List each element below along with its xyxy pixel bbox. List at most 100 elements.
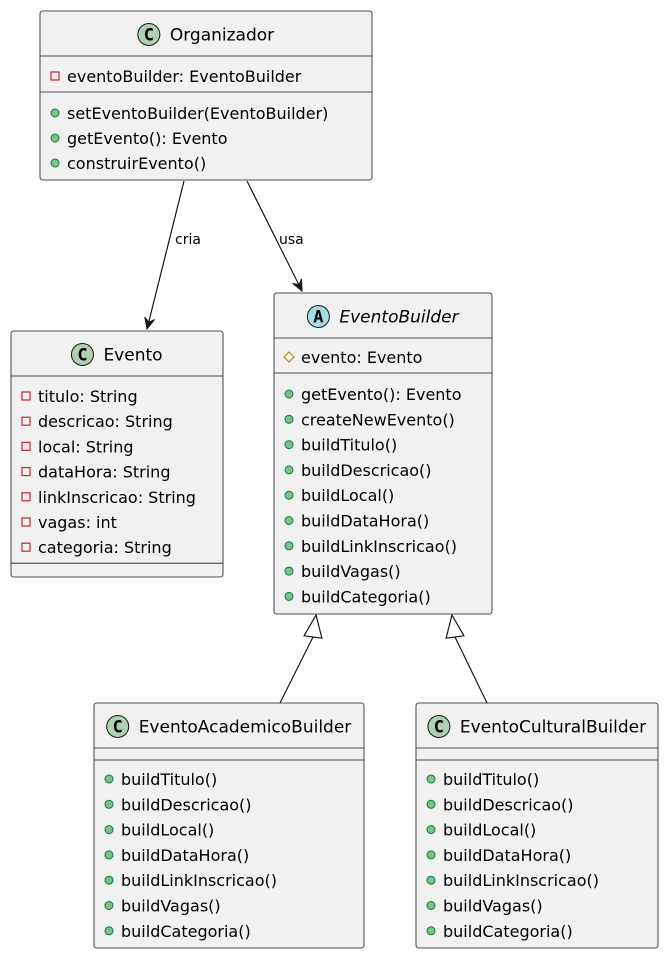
class-box-evento-academico-builder[interactable]: C EventoAcademicoBuilder buildTitulo() buil… (93, 702, 365, 949)
attribute: categoria: String (38, 538, 172, 557)
public-visibility-icon (284, 541, 294, 551)
relation-line (279, 636, 314, 704)
protected-visibility-icon (283, 351, 295, 363)
private-visibility-icon (21, 517, 31, 527)
attribute: descricao: String (38, 412, 173, 431)
method: construirEvento() (67, 154, 206, 173)
arrow-head-icon (292, 278, 303, 293)
class-box-frame (10, 330, 224, 578)
stereotype-letter: C (144, 26, 154, 46)
method: buildLocal() (301, 486, 394, 505)
method: buildLinkInscricao() (443, 871, 599, 890)
class-name: EventoBuilder (339, 308, 459, 328)
public-visibility-icon (284, 389, 294, 399)
method: buildLocal() (121, 821, 214, 840)
public-visibility-icon (104, 825, 114, 835)
method: buildDescricao() (121, 795, 252, 814)
method: setEventoBuilder(EventoBuilder) (67, 104, 328, 123)
private-visibility-icon (21, 542, 31, 552)
method: buildDescricao() (443, 795, 574, 814)
relation-line (146, 180, 185, 330)
relation-line (246, 180, 303, 292)
public-visibility-icon (426, 774, 436, 784)
inheritance-triangle-icon (445, 613, 465, 639)
attribute: evento: Evento (301, 348, 422, 367)
public-visibility-icon (426, 825, 436, 835)
attribute: dataHora: String (38, 463, 170, 482)
class-name: Evento (103, 346, 162, 366)
class-name: EventoCulturalBuilder (460, 718, 646, 738)
public-visibility-icon (104, 850, 114, 860)
private-visibility-icon (21, 467, 31, 477)
public-visibility-icon (284, 490, 294, 500)
attribute: local: String (38, 437, 134, 456)
public-visibility-icon (426, 901, 436, 910)
public-visibility-icon (284, 414, 294, 424)
class-box-frame (415, 702, 659, 949)
public-visibility-icon (104, 926, 114, 936)
private-visibility-icon (21, 441, 31, 451)
method: buildCategoria() (443, 922, 573, 941)
public-visibility-icon (50, 108, 60, 118)
class-box-evento-cultural-builder[interactable]: C EventoCulturalBuilder buildTitulo() build… (415, 702, 659, 949)
method: createNewEvento() (301, 410, 455, 429)
method: buildLocal() (443, 821, 536, 840)
method: buildLinkInscricao() (121, 871, 277, 890)
method: buildLinkInscricao() (301, 537, 457, 556)
public-visibility-icon (284, 440, 294, 450)
abstract-class-stereotype-icon (306, 305, 330, 328)
relation-label: cria (175, 232, 201, 248)
method: buildTitulo() (301, 436, 397, 455)
method: buildVagas() (121, 897, 221, 916)
public-visibility-icon (426, 850, 436, 860)
relation-label: usa (279, 232, 304, 248)
private-visibility-icon (21, 391, 31, 401)
method: buildTitulo() (121, 770, 217, 789)
class-stereotype-icon (427, 715, 451, 738)
stereotype-letter: C (113, 718, 123, 738)
class-box-evento-builder[interactable]: A EventoBuilder evento: Evento getEvento():… (273, 292, 493, 615)
class-name: EventoAcademicoBuilder (139, 718, 352, 738)
inheritance-triangle-icon (303, 613, 323, 639)
private-visibility-icon (21, 492, 31, 502)
public-visibility-icon (104, 875, 114, 885)
method: buildCategoria() (121, 922, 251, 941)
relation-labels: cria usa (175, 232, 304, 248)
arrow-head-icon (144, 316, 155, 331)
association-arrow-organizador (144, 180, 185, 331)
method: buildDataHora() (121, 846, 249, 865)
method: buildVagas() (443, 897, 543, 916)
method: getEvento(): Evento (301, 385, 461, 404)
public-visibility-icon (50, 133, 60, 143)
public-visibility-icon (426, 875, 436, 885)
class-stereotype-icon (70, 343, 94, 366)
private-visibility-icon (50, 71, 60, 81)
class-box-frame (93, 702, 365, 949)
private-visibility-icon (21, 416, 31, 426)
inheritance-arrow-evento-cultural-builder (445, 613, 488, 704)
public-visibility-icon (104, 799, 114, 809)
class-name: Organizador (170, 26, 274, 46)
public-visibility-icon (104, 774, 114, 784)
stereotype-letter: C (77, 346, 87, 366)
inheritance-arrow-evento-academico-builder (279, 613, 323, 704)
method: getEvento(): Evento (67, 129, 227, 148)
method: buildDataHora() (301, 512, 429, 531)
association-arrow-organizador (246, 180, 303, 293)
public-visibility-icon (284, 566, 294, 576)
method: buildDataHora() (443, 846, 571, 865)
stereotype-letter: A (313, 308, 323, 328)
public-visibility-icon (426, 926, 436, 936)
method: buildTitulo() (443, 770, 539, 789)
method: buildVagas() (301, 562, 401, 581)
stereotype-letter: C (434, 718, 444, 738)
relations (144, 180, 488, 704)
relation-line (454, 636, 488, 704)
class-stereotype-icon (137, 23, 161, 46)
class-box-frame (39, 10, 373, 181)
method: buildDescricao() (301, 461, 432, 480)
